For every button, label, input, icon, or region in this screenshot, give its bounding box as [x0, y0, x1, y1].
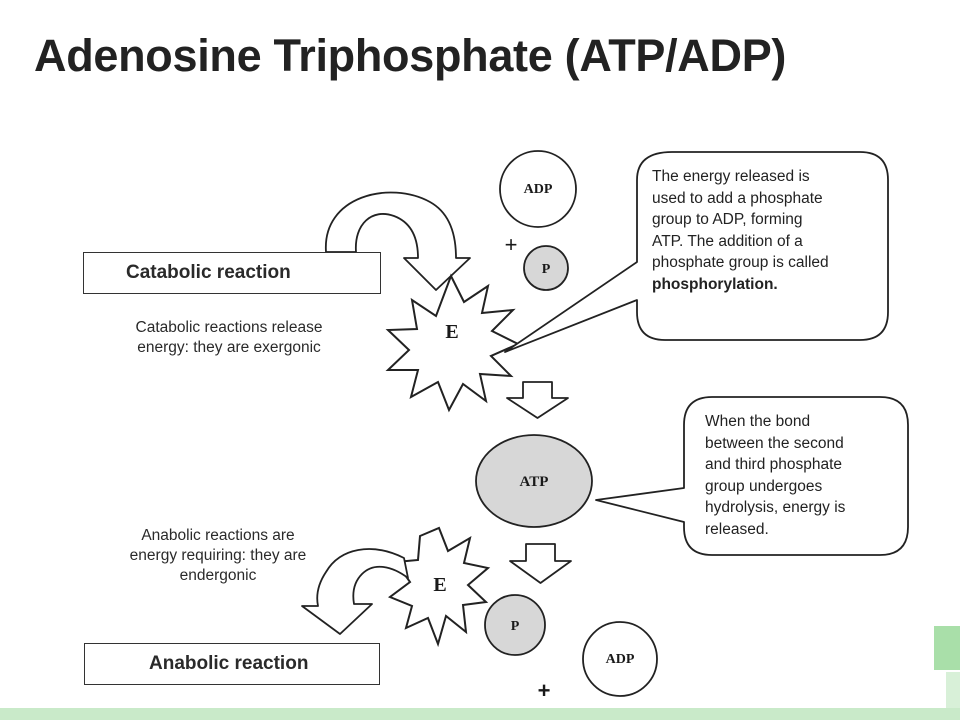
- callout-line: group undergoes: [705, 477, 823, 495]
- adp-molecule-top: [499, 150, 577, 228]
- callout-line: used to add a phosphate: [652, 189, 823, 207]
- callout-line: ATP. The addition of a: [652, 232, 803, 250]
- energy-symbol-top: E: [445, 321, 458, 343]
- anabolic-reaction-box: Anabolic reaction: [84, 643, 380, 685]
- adp-label-top: ADP: [524, 182, 553, 197]
- adp-molecule-bottom: [582, 621, 658, 697]
- decorative-green-bar: [0, 708, 960, 720]
- atp-molecule: [475, 434, 593, 528]
- decorative-green-block: [934, 626, 960, 670]
- callout-line: and third phosphate: [705, 456, 843, 473]
- decorative-green-block: [946, 672, 960, 708]
- catabolic-caption-line: Catabolic reactions release: [135, 319, 323, 336]
- anabolic-caption-line: energy requiring: they are: [129, 547, 307, 564]
- catabolic-reaction-box: Catabolic reaction: [83, 252, 381, 294]
- energy-symbol-bottom: E: [433, 574, 446, 596]
- callout-line: When the bond: [705, 413, 811, 430]
- anabolic-caption-line: endergonic: [179, 567, 257, 584]
- catabolic-caption: Catabolic reactions release energy: they…: [96, 318, 362, 358]
- callout-line: between the second: [705, 434, 844, 452]
- callout-line: released.: [705, 520, 769, 538]
- callout-term: phosphorylation.: [652, 275, 778, 293]
- anabolic-curved-arrow: [301, 548, 409, 635]
- callout-phosphorylation-shape: [504, 151, 889, 353]
- callout-phosphorylation-text: The energy released is used to add a pho…: [652, 166, 880, 295]
- anabolic-caption-line: Anabolic reactions are: [141, 527, 295, 544]
- down-arrow-lower: [509, 543, 572, 584]
- callout-line: phosphate group is called: [652, 254, 829, 271]
- callout-line: The energy released is: [652, 168, 810, 185]
- atp-label: ATP: [520, 474, 549, 490]
- callout-hydrolysis-text: When the bond between the second and thi…: [705, 411, 901, 540]
- anabolic-reaction-label: Anabolic reaction: [149, 653, 309, 674]
- phosphate-molecule-bottom: [484, 594, 546, 656]
- catabolic-caption-line: energy: they are exergonic: [137, 339, 321, 356]
- anabolic-caption: Anabolic reactions are energy requiring:…: [106, 526, 330, 586]
- phosphate-label-bottom: P: [511, 619, 520, 634]
- callout-line: hydrolysis, energy is: [705, 499, 846, 516]
- energy-burst-top: [385, 273, 521, 413]
- callout-line: group to ADP, forming: [652, 211, 803, 228]
- catabolic-curved-arrow: [325, 191, 471, 291]
- page-title: Adenosine Triphosphate (ATP/ADP): [34, 30, 787, 81]
- adp-label-bottom: ADP: [606, 652, 635, 667]
- plus-sign-top: +: [505, 232, 518, 257]
- phosphate-molecule-top: [523, 245, 569, 291]
- phosphate-label-top: P: [542, 262, 551, 277]
- callout-hydrolysis-shape: [595, 396, 909, 556]
- catabolic-reaction-label: Catabolic reaction: [126, 262, 291, 283]
- down-arrow-upper: [506, 381, 569, 419]
- plus-sign-bottom: +: [538, 678, 551, 703]
